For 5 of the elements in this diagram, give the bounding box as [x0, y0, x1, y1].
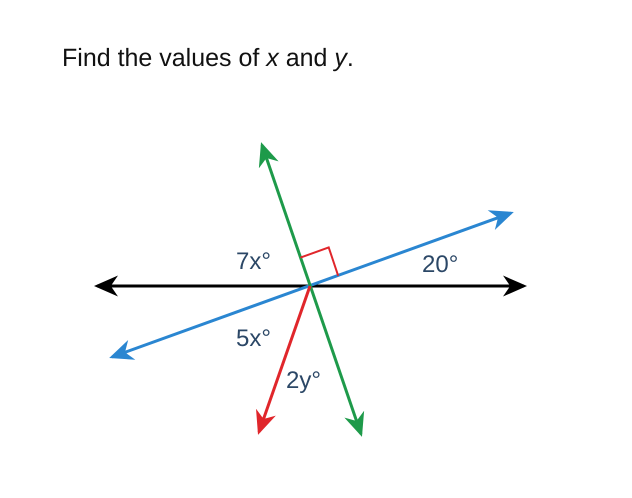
angle-label: 7x° — [236, 250, 271, 274]
question-text: Find the values of x and y. — [62, 44, 354, 73]
angle-label: 2y° — [286, 369, 321, 393]
angle-label: 20° — [422, 253, 458, 277]
angle-label: 5x° — [236, 327, 271, 351]
